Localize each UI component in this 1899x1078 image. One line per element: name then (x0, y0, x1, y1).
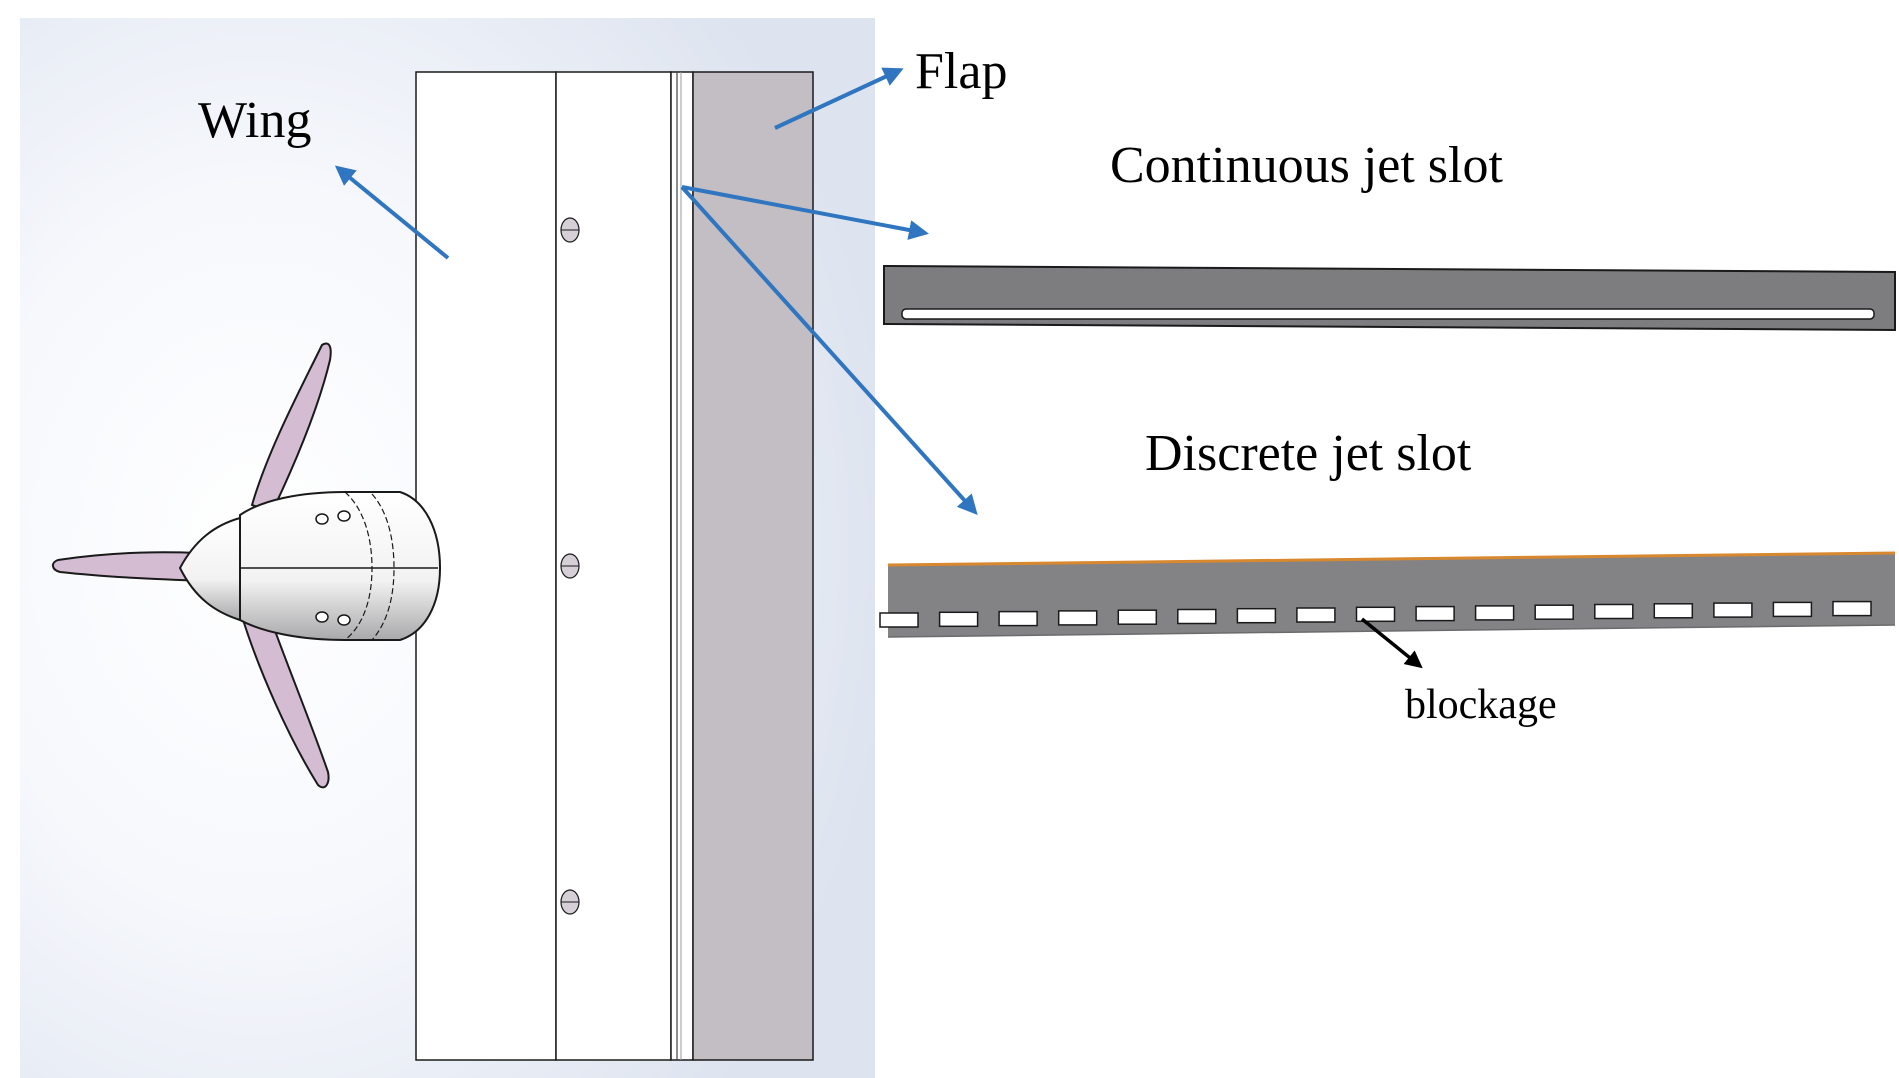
leader-arrows (334, 67, 978, 515)
discrete-slot-opening (1236, 607, 1277, 624)
continuous-slot-arrow (681, 185, 929, 240)
wing-arrow (334, 165, 450, 260)
propeller-blade-lower (238, 604, 330, 789)
propeller (52, 342, 442, 789)
discrete-slot-opening (938, 611, 979, 628)
discrete-slot-opening (1534, 604, 1574, 620)
wing-body (415, 71, 814, 1061)
flap-arrow (774, 67, 904, 130)
discrete-slot-opening (1653, 603, 1694, 619)
continuous-slot-label: Continuous jet slot (1110, 137, 1503, 194)
discrete-slot-label: Discrete jet slot (1145, 425, 1472, 482)
discrete-slot-opening (1355, 606, 1396, 623)
discrete-slot-detail (879, 551, 1896, 638)
blockage-arrow (1360, 617, 1423, 669)
nacelle-vent (315, 611, 329, 623)
discrete-slot-opening (1594, 603, 1634, 620)
discrete-slot-opening (879, 612, 919, 628)
discrete-slot-bottom-edge (887, 624, 1896, 638)
discrete-slot-opening (1415, 605, 1455, 622)
discrete-slot-opening (1772, 601, 1813, 618)
jet-slot-strip (670, 71, 694, 1061)
continuous-slot-detail (883, 264, 1896, 332)
discrete-slot-bar (888, 553, 1895, 637)
flap-label: Flap (915, 43, 1007, 100)
blockage-label: blockage (1405, 682, 1557, 728)
nacelle-vent (337, 510, 351, 522)
discrete-slot-opening (1117, 609, 1158, 625)
discrete-slot-openings (879, 600, 1872, 628)
discrete-slot-opening (998, 610, 1038, 627)
propeller-blade-upper (250, 342, 332, 514)
discrete-slot-opening (1713, 602, 1753, 618)
continuous-slot-bar (883, 264, 1896, 332)
nacelle-vent (315, 513, 329, 525)
discrete-slot-opening (1057, 610, 1098, 626)
wing-label: Wing (198, 92, 311, 149)
discrete-slot-arrow (680, 185, 978, 515)
discrete-slot-top-edge (887, 551, 1896, 567)
discrete-slot-opening (1296, 607, 1336, 623)
discrete-slot-opening (1177, 608, 1217, 625)
flap-panel (692, 71, 814, 1061)
continuous-slot-opening (901, 308, 1875, 320)
discrete-slot-opening (1474, 605, 1515, 621)
nacelle-vent (337, 614, 351, 626)
wing-mount-holes (560, 217, 580, 915)
discrete-slot-opening (1832, 600, 1872, 617)
